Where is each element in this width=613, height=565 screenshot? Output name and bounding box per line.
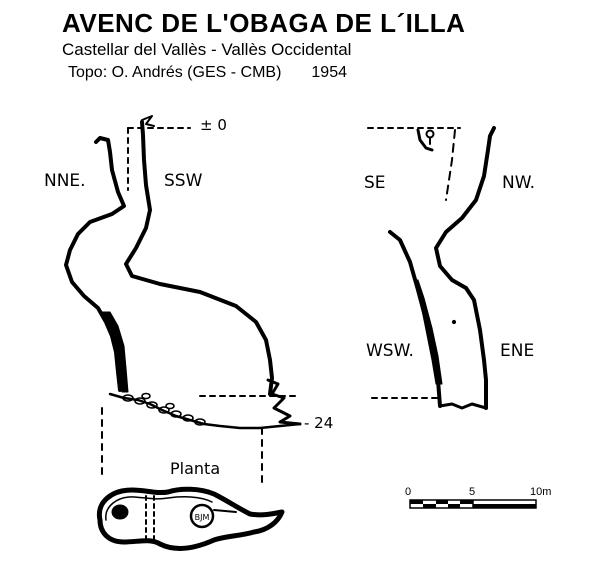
survey-credit: Topo: O. Andrés (GES - CMB) 1954 bbox=[68, 64, 347, 82]
depth-bottom: - 24 bbox=[304, 414, 333, 432]
label-wsw: WSW. bbox=[366, 341, 414, 361]
label-ssw: SSW bbox=[164, 171, 203, 191]
plan-view bbox=[96, 486, 285, 551]
right-section-wall-shading bbox=[413, 279, 443, 385]
right-section-wall-wsw bbox=[388, 230, 442, 408]
left-section-wall-ssw bbox=[124, 120, 274, 396]
left-section-floor-rubble bbox=[108, 392, 302, 430]
cave-title: AVENC DE L'OBAGA DE L´ILLA bbox=[62, 8, 466, 38]
label-ene: ENE bbox=[500, 341, 534, 361]
plan-shaft-label: BJM bbox=[195, 513, 210, 522]
rubble-stones bbox=[122, 392, 206, 426]
label-nne: NNE. bbox=[44, 171, 86, 191]
right-section-floor bbox=[438, 402, 488, 410]
label-nw: NW. bbox=[502, 173, 535, 193]
entrance-mark bbox=[141, 115, 155, 127]
depth-zero: ± 0 bbox=[200, 116, 227, 134]
right-section-axis bbox=[445, 129, 456, 201]
right-section bbox=[367, 126, 496, 410]
label-se: SE bbox=[364, 173, 386, 193]
survey-author: Topo: O. Andrés (GES - CMB) bbox=[68, 64, 282, 81]
scale-bar bbox=[409, 499, 537, 509]
scale-label-10m: 10m bbox=[530, 486, 551, 498]
left-section-wall-shading bbox=[101, 311, 129, 393]
right-section-wall-nw bbox=[434, 126, 496, 410]
cave-location: Castellar del Vallès - Vallès Occidental bbox=[62, 40, 352, 59]
left-section bbox=[64, 115, 302, 483]
survey-year: 1954 bbox=[311, 64, 347, 81]
scale-label-0: 0 bbox=[405, 486, 411, 498]
left-section-floor-right bbox=[266, 378, 302, 426]
plan-inner-outline bbox=[105, 496, 213, 521]
plan-shaft-dark bbox=[111, 504, 129, 520]
plan-outline bbox=[96, 486, 285, 551]
plan-shaft-mark bbox=[189, 503, 215, 529]
right-section-wall-se bbox=[416, 128, 434, 152]
scale-label-5: 5 bbox=[469, 486, 475, 498]
plan-label: Planta bbox=[170, 459, 220, 478]
